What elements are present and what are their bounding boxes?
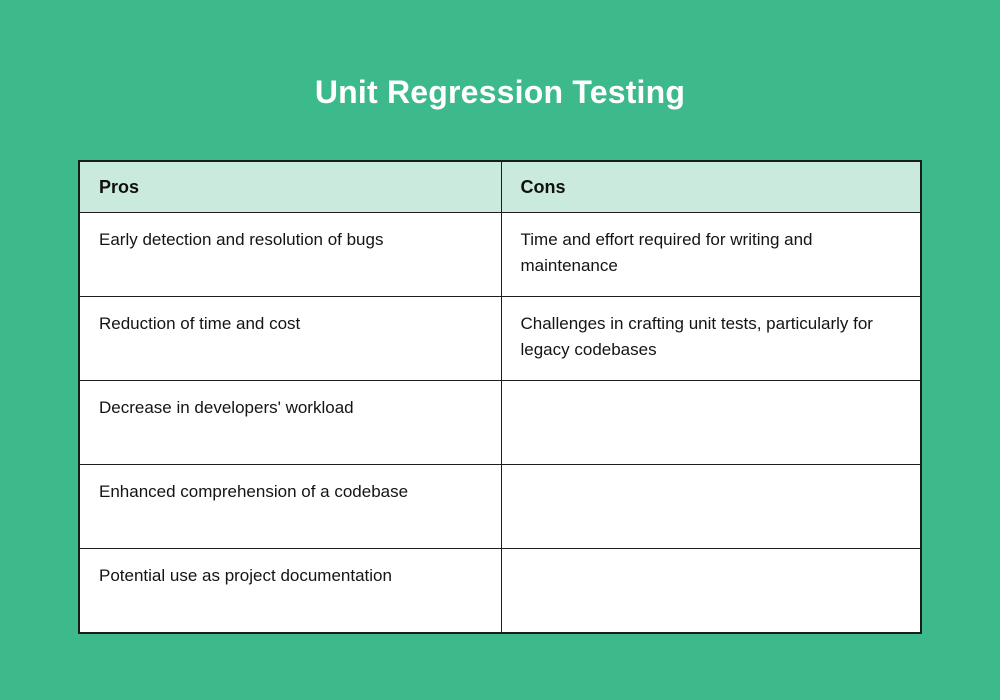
cell-cons: Time and effort required for writing and… — [500, 212, 922, 297]
table-header-row: Pros Cons — [78, 160, 922, 213]
table-row: Decrease in developers' workload — [78, 380, 922, 465]
pros-cons-table: Pros Cons Early detection and resolution… — [78, 160, 922, 634]
table-header: Pros Cons — [78, 160, 922, 213]
cell-cons-empty — [500, 464, 922, 549]
cell-pros: Decrease in developers' workload — [78, 380, 502, 465]
table-body: Early detection and resolution of bugs T… — [78, 212, 922, 633]
pros-cons-table-container: Pros Cons Early detection and resolution… — [78, 160, 922, 634]
table-row: Reduction of time and cost Challenges in… — [78, 296, 922, 381]
table-row: Potential use as project documentation — [78, 548, 922, 633]
table-row: Enhanced comprehension of a codebase — [78, 464, 922, 549]
page-title: Unit Regression Testing — [314, 74, 686, 110]
cell-cons-empty — [500, 548, 922, 633]
cell-cons-empty — [500, 380, 922, 465]
table-row: Early detection and resolution of bugs T… — [78, 212, 922, 297]
column-header-pros: Pros — [78, 160, 502, 213]
cell-pros: Reduction of time and cost — [78, 296, 502, 381]
cell-pros: Enhanced comprehension of a codebase — [78, 464, 502, 549]
cell-pros: Potential use as project documentation — [78, 548, 502, 633]
cell-pros: Early detection and resolution of bugs — [78, 212, 502, 297]
cell-cons: Challenges in crafting unit tests, parti… — [500, 296, 922, 381]
column-header-cons: Cons — [500, 160, 922, 213]
